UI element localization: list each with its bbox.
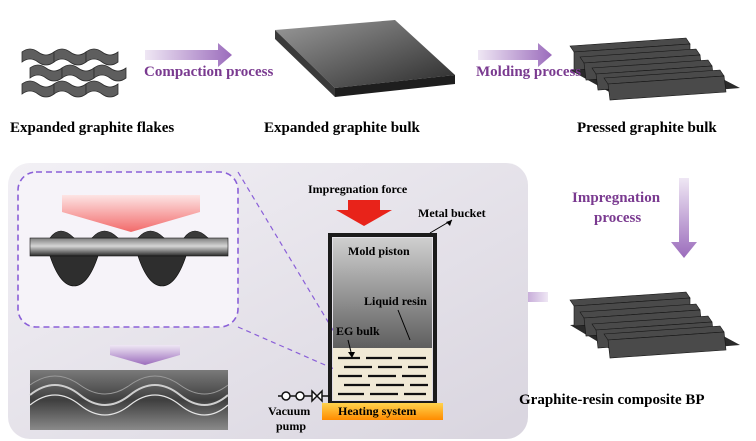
heating-system-label: Heating system	[338, 404, 417, 418]
liquid-resin-pointer	[397, 309, 411, 341]
molding-step-label: Molding process	[476, 64, 582, 80]
impregnation-step-label-line1: Impregnation	[572, 190, 661, 206]
eg-bulk-region	[333, 348, 432, 400]
heating-system-bar	[322, 403, 443, 420]
compaction-step-label: Compaction process	[144, 64, 274, 80]
vacuum-pump-label-line2: pump	[276, 419, 307, 433]
liquid-resin-label: Liquid resin	[364, 294, 427, 308]
stage2-label: Expanded graphite bulk	[264, 120, 420, 136]
sem-micrograph	[29, 370, 229, 430]
pressed-graphite-bulk-image	[569, 37, 740, 101]
eg-bulk-zoom-image	[29, 230, 229, 287]
final-label: Graphite-resin composite BP	[519, 392, 705, 408]
stage1-label: Expanded graphite flakes	[10, 120, 175, 136]
impregnation-arrow	[671, 178, 697, 258]
mold-piston-label: Mold piston	[348, 244, 410, 258]
stage3-label: Pressed graphite bulk	[577, 120, 717, 136]
expanded-graphite-bulk-image	[275, 20, 455, 97]
vacuum-pump-valve	[278, 389, 330, 403]
compaction-arrow	[145, 43, 232, 67]
eg-bulk-label: EG bulk	[336, 324, 380, 338]
mold-piston	[333, 238, 432, 348]
expanded-graphite-flakes-image	[21, 48, 127, 98]
vacuum-pump-label-line1: Vacuum	[268, 404, 311, 418]
impregnation-step-label-line2: process	[594, 210, 642, 226]
impregnation-force-arrow	[336, 200, 392, 226]
pressing-arrow	[62, 195, 200, 232]
molding-arrow	[478, 43, 552, 67]
metal-bucket-label: Metal bucket	[418, 206, 486, 220]
eg-layers	[338, 356, 428, 396]
sem-arrow	[110, 345, 180, 365]
impregnation-force-label: Impregnation force	[308, 182, 408, 196]
composite-bp-image	[569, 291, 740, 359]
